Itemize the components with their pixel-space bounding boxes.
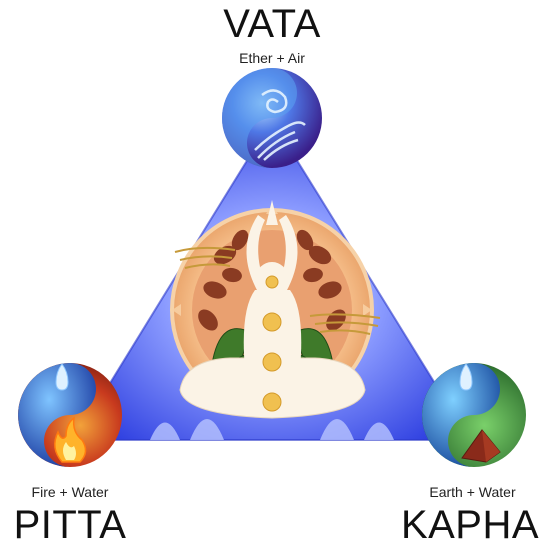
pitta-elements: Fire + Water bbox=[31, 484, 109, 500]
wind-lines bbox=[174, 246, 381, 335]
kapha-title: KAPHA bbox=[400, 503, 540, 547]
kapha-elements: Earth + Water bbox=[429, 484, 516, 500]
pitta-title: PITTA bbox=[13, 503, 127, 547]
meditating-figure-icon bbox=[179, 200, 366, 419]
fire-water-yinyang-icon bbox=[18, 363, 122, 467]
earth-water-yinyang-icon bbox=[422, 363, 526, 467]
vata-elements: Ether + Air bbox=[239, 50, 305, 66]
vata-title: VATA bbox=[223, 2, 321, 46]
air-swirl-icon bbox=[222, 68, 322, 168]
